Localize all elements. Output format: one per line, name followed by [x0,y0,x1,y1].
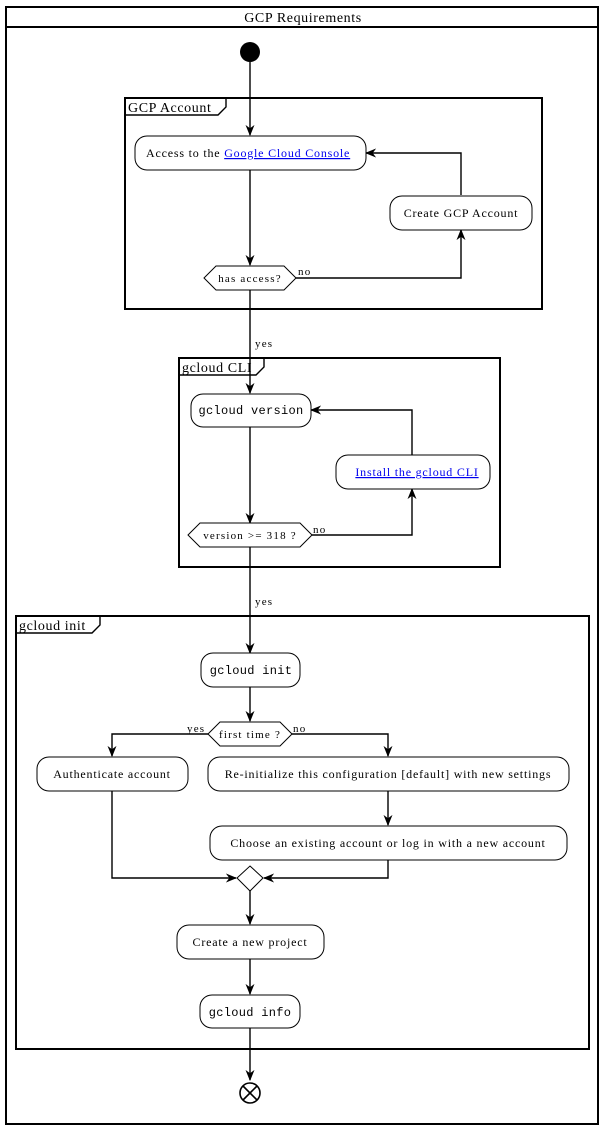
edge-no-to-install [312,487,417,536]
partition-gcp-account [124,97,543,310]
edge-choose-to-merge [262,860,389,883]
partition-gcloud-init-tab [16,615,101,634]
create-account-label: Create GCP Account [404,206,519,220]
access-console-label: Access to the Google Cloud Console [146,146,350,160]
has-access-yes-label: yes [255,338,273,350]
install-cli-node [335,454,491,490]
has-access-decision [203,265,297,291]
authenticate-label: Authenticate account [53,767,171,781]
gcloud-info-node [199,994,301,1029]
gcloud-version-node [190,393,312,428]
create-project-label: Create a new project [193,935,308,949]
partition-gcloud-cli-tab [179,357,265,376]
version-check-yes-label: yes [255,596,273,608]
start-node [240,42,260,62]
outer-frame [5,6,599,1125]
create-project-node [176,924,325,960]
diagram-title: GCP Requirements [244,11,362,26]
partition-gcp-account-tab [125,97,227,116]
gcloud-version-label: gcloud version [198,404,303,418]
edge-authenticate-to-merge [111,791,238,883]
has-access-label: has access? [218,273,282,285]
first-time-label: first time ? [219,729,281,741]
choose-account-label: Choose an existing account or log in wit… [230,836,545,850]
first-time-decision [207,721,293,747]
choose-account-node [209,825,568,861]
install-gcloud-cli-link[interactable]: Install the gcloud CLI [355,465,478,479]
first-time-no-label: no [293,723,306,735]
google-cloud-console-link[interactable]: Google Cloud Console [224,146,350,160]
has-access-no-label: no [298,266,311,278]
gcloud-init-node [200,652,301,688]
edge-no-to-create-account [296,228,466,279]
end-node [239,1082,261,1104]
partition-gcloud-cli-label: gcloud CLI [182,361,252,376]
first-time-yes-label: yes [187,723,205,735]
partition-gcloud-init [15,615,590,1050]
authenticate-node [36,756,189,792]
merge-node [236,865,264,892]
partition-gcloud-init-label: gcloud init [19,619,86,634]
access-console-prefix: Access to the [146,146,224,160]
edge-install-to-version [309,405,413,455]
edge-yes-to-authenticate [107,733,208,758]
version-check-no-label: no [313,524,326,536]
edge-no-to-reinit [292,733,393,758]
version-check-decision [187,522,313,548]
reinit-node [207,756,570,792]
edges [107,62,466,1082]
partition-gcp-account-label: GCP Account [128,101,211,116]
create-account-node [389,195,533,231]
partition-gcloud-cli [178,357,501,568]
version-check-label: version >= 318 ? [203,530,297,542]
edge-create-account-to-access [364,148,462,195]
gcloud-info-label: gcloud info [209,1006,292,1020]
gcloud-init-label: gcloud init [210,664,293,678]
access-console-node [134,135,367,171]
reinit-label: Re-initialize this configuration [defaul… [225,767,552,781]
